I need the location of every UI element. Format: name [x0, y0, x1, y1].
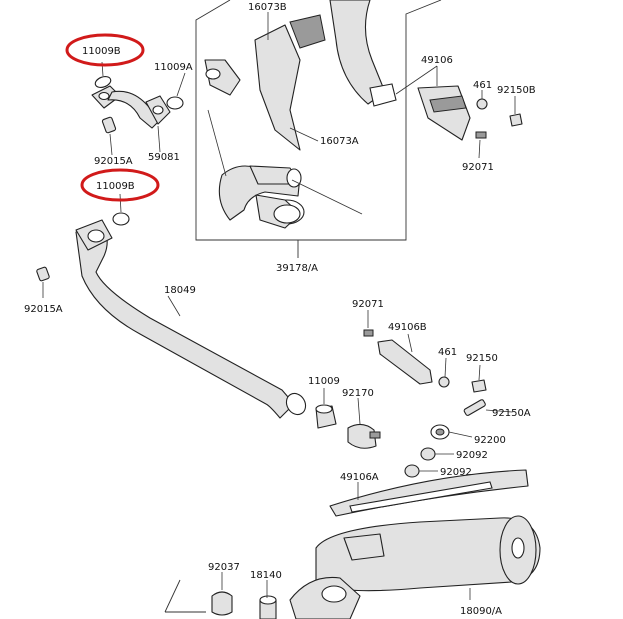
heat-shield-16073: [204, 14, 326, 151]
label-92037: 92037: [208, 562, 240, 573]
heat-cover-49106: [417, 85, 523, 141]
highlight-11009B-top: [65, 33, 145, 67]
exhaust-pipe-18049: [36, 212, 307, 419]
leader-lines: [42, 12, 516, 600]
label-18090A: 18090/A: [460, 606, 502, 617]
label-92015A-top: 92015A: [94, 156, 133, 167]
front-exhaust-pipe-upper: [91, 76, 184, 134]
label-11009A: 11009A: [154, 62, 193, 73]
gasket-11009B-mid: [112, 212, 130, 226]
nut-461-top: [476, 98, 488, 110]
label-16073A: 16073A: [320, 136, 359, 147]
label-92150B: 92150B: [497, 85, 536, 96]
label-11009: 11009: [308, 376, 340, 387]
clip-92071-mid: [363, 329, 374, 337]
bracket-line-92037: [164, 579, 181, 613]
label-49106A: 49106A: [340, 472, 379, 483]
connector-18140: [259, 595, 277, 619]
bolt-92150B: [509, 113, 523, 127]
clip-92071-top: [475, 131, 487, 139]
label-92200: 92200: [474, 435, 506, 446]
muffler-18090A: [289, 515, 541, 619]
label-92092-a: 92092: [456, 450, 488, 461]
stud-92015A-left: [36, 266, 50, 282]
washer-92200: [430, 424, 450, 440]
label-92150: 92150: [466, 353, 498, 364]
highlight-11009B-mid: [80, 168, 160, 202]
label-49106B: 49106B: [388, 322, 427, 333]
label-16073B: 16073B: [248, 2, 287, 13]
clamp-92037: [211, 591, 233, 616]
assembly-bracket-39178A: [195, 0, 442, 241]
nut-461-mid: [438, 376, 450, 388]
muffler-heat-shield-49106A: [329, 469, 529, 517]
label-18140: 18140: [250, 570, 282, 581]
label-92071-top: 92071: [462, 162, 494, 173]
label-18049: 18049: [164, 285, 196, 296]
label-92170: 92170: [342, 388, 374, 399]
label-92150A: 92150A: [492, 408, 531, 419]
label-92071-mid: 92071: [352, 299, 384, 310]
bracket-49106B: [363, 329, 487, 393]
bolt-92150A: [463, 399, 486, 416]
label-461-mid: 461: [438, 347, 457, 358]
clamp-92170: [347, 423, 381, 449]
grommet-92092: [404, 447, 436, 478]
stud-92015A-top: [101, 116, 117, 134]
collector-pipe-39178A: [218, 165, 305, 229]
part-labels: 16073B 11009B 11009A 49106 461 92150B 16…: [24, 2, 536, 617]
gasket-11009A: [166, 96, 184, 110]
tail-pipe-upper: [329, 0, 397, 107]
bolt-92150: [471, 379, 487, 393]
label-11009B-mid: 11009B: [96, 181, 135, 192]
label-92092-b: 92092: [440, 467, 472, 478]
label-49106: 49106: [421, 55, 453, 66]
label-11009B-top: 11009B: [82, 46, 121, 57]
label-461-top: 461: [473, 80, 492, 91]
gasket-11009B-top: [94, 76, 112, 88]
connector-11009: [315, 404, 337, 429]
label-59081: 59081: [148, 152, 180, 163]
label-92015A-left: 92015A: [24, 304, 63, 315]
label-39178A: 39178/A: [276, 263, 318, 274]
